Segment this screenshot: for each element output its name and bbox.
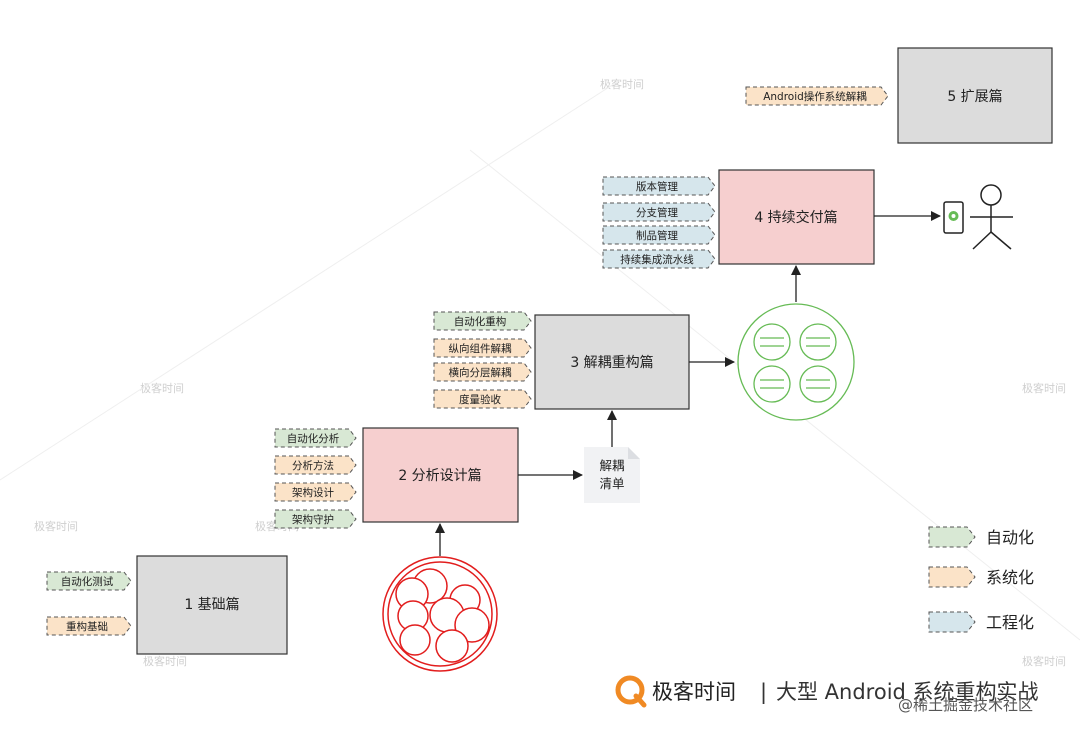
tag-label: 纵向组件解耦 <box>449 342 512 355</box>
brand-separator: | <box>760 680 767 705</box>
tag-label: 持续集成流水线 <box>620 253 694 266</box>
tag-engineering: 分支管理 <box>602 202 716 222</box>
tag-label: 架构设计 <box>292 486 334 499</box>
legend-item-engineering: 工程化 <box>928 611 1034 633</box>
chapter-4-tags: 版本管理 分支管理 制品管理 持续集成流水线 <box>602 176 716 269</box>
tag-label: 版本管理 <box>636 180 678 193</box>
watermark-text: 极客时间 <box>600 77 644 91</box>
tangled-modules-icon <box>382 556 498 672</box>
tag-engineering: 持续集成流水线 <box>602 249 716 269</box>
chapter-4-box[interactable]: 4 持续交付篇 <box>718 169 875 265</box>
legend-label: 系统化 <box>986 568 1034 587</box>
tag-label: 自动化测试 <box>61 575 114 588</box>
tag-systematization: 架构设计 <box>274 482 357 502</box>
tag-label: Android操作系统解耦 <box>763 90 867 103</box>
tag-label: 制品管理 <box>636 229 678 242</box>
tag-label: 自动化分析 <box>287 432 340 445</box>
legend: 自动化 系统化 工程化 <box>928 526 1034 633</box>
footer-branding: 极客时间 | 大型 Android 系统重构实战 @稀土掘金技术社区 <box>615 675 1039 714</box>
brand-name: 极客时间 <box>652 680 736 704</box>
legend-label: 工程化 <box>986 613 1034 632</box>
tag-label: 度量验收 <box>459 393 501 406</box>
legend-label: 自动化 <box>986 528 1034 547</box>
decoupling-list-document: 解耦 清单 <box>584 447 640 503</box>
chapter-5-tags: Android操作系统解耦 <box>745 86 889 106</box>
course-title: 大型 Android 系统重构实战 <box>776 680 1039 704</box>
watermarks: 极客时间 极客时间 极客时间 极客时间 极客时间 极客时间 极客时间 <box>34 77 1066 668</box>
tag-label: 横向分层解耦 <box>449 366 512 379</box>
tag-label: 架构守护 <box>292 513 334 526</box>
tag-label: 自动化重构 <box>454 315 507 328</box>
legend-item-systematization: 系统化 <box>928 566 1034 588</box>
watermark-text: 极客时间 <box>1022 381 1066 395</box>
chapter-2-tags: 自动化分析 分析方法 架构设计 架构守护 <box>274 428 357 529</box>
tag-systematization: 分析方法 <box>274 455 357 475</box>
chapter-1-box[interactable]: 1 基础篇 <box>136 555 288 655</box>
chapter-5-label: 5 扩展篇 <box>947 89 1002 105</box>
chapter-3-tags: 自动化重构 纵向组件解耦 横向分层解耦 度量验收 <box>433 311 532 409</box>
tag-systematization: 纵向组件解耦 <box>433 338 532 358</box>
chapter-4-label: 4 持续交付篇 <box>754 209 837 226</box>
tag-automation: 自动化重构 <box>433 311 532 331</box>
credit-text: @稀土掘金技术社区 <box>898 696 1033 714</box>
user-icon <box>970 184 1013 250</box>
watermark-text: 极客时间 <box>1022 654 1066 668</box>
watermark-text: 极客时间 <box>143 654 187 668</box>
watermark-text: 极客时间 <box>140 381 184 395</box>
tag-systematization: 重构基础 <box>46 616 132 636</box>
chapter-2-box[interactable]: 2 分析设计篇 <box>362 427 519 523</box>
tag-systematization: 横向分层解耦 <box>433 362 532 382</box>
chapter-2-label: 2 分析设计篇 <box>398 468 481 484</box>
connectors <box>435 211 941 556</box>
chapter-1-label: 1 基础篇 <box>184 596 239 613</box>
legend-item-automation: 自动化 <box>928 526 1034 548</box>
brand-logo-icon <box>615 675 647 708</box>
tag-systematization: 度量验收 <box>433 389 532 409</box>
chapter-3-label: 3 解耦重构篇 <box>570 355 653 371</box>
modular-components-icon <box>737 303 855 421</box>
tag-automation: 架构守护 <box>274 509 357 529</box>
tag-automation: 自动化测试 <box>46 571 132 591</box>
chapter-1-tags: 自动化测试 重构基础 <box>46 571 132 636</box>
document-line-2: 清单 <box>599 476 624 491</box>
tag-label: 分支管理 <box>636 206 678 219</box>
tag-label: 重构基础 <box>66 620 108 633</box>
phone-icon <box>943 201 964 234</box>
document-line-1: 解耦 <box>599 458 624 473</box>
tag-engineering: 制品管理 <box>602 225 716 245</box>
tag-engineering: 版本管理 <box>602 176 716 196</box>
watermark-text: 极客时间 <box>34 519 78 533</box>
tag-label: 分析方法 <box>292 459 334 472</box>
tag-automation: 自动化分析 <box>274 428 357 448</box>
tag-systematization: Android操作系统解耦 <box>745 86 889 106</box>
chapter-3-box[interactable]: 3 解耦重构篇 <box>534 314 690 410</box>
chapter-5-box[interactable]: 5 扩展篇 <box>897 47 1053 144</box>
